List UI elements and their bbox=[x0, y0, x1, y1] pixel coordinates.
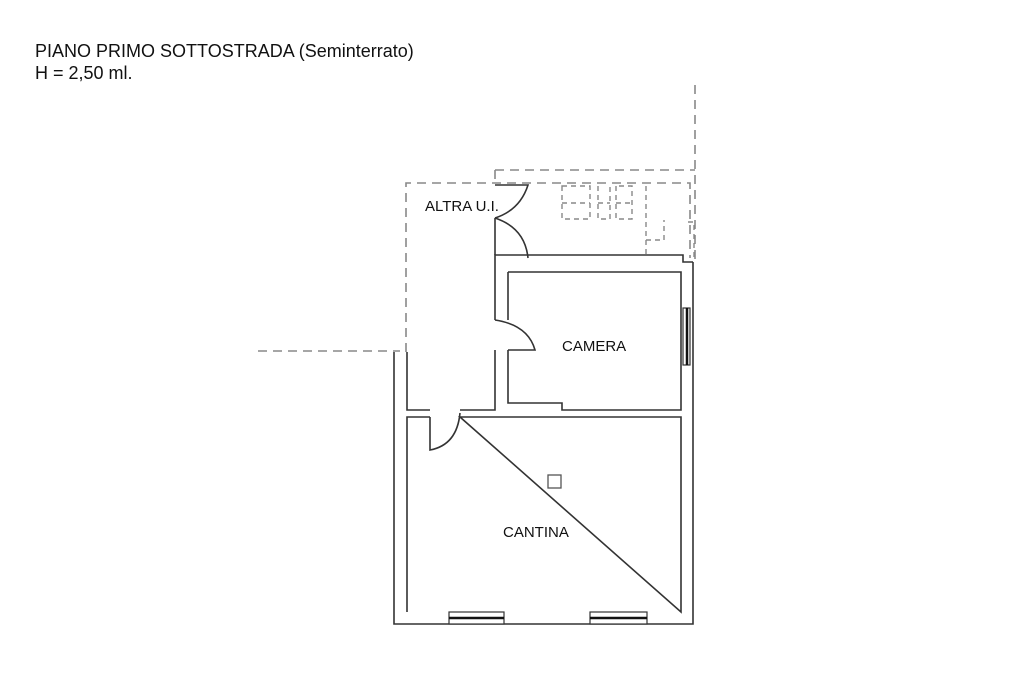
room-label-cantina: CANTINA bbox=[503, 524, 569, 541]
pillar bbox=[547, 474, 562, 489]
plan-title: PIANO PRIMO SOTTOSTRADA (Seminterrato) bbox=[35, 41, 414, 61]
room-label-camera: CAMERA bbox=[562, 338, 627, 355]
door-camera bbox=[494, 319, 537, 351]
windows bbox=[448, 307, 691, 625]
stairs bbox=[561, 185, 695, 258]
dashed-outlines bbox=[258, 85, 696, 352]
walls bbox=[393, 218, 694, 625]
door-altra-ui-upper bbox=[494, 184, 530, 219]
door-cantina bbox=[429, 412, 461, 451]
height-note: H = 2,50 ml. bbox=[35, 63, 133, 83]
doors bbox=[429, 184, 537, 451]
door-altra-ui-lower bbox=[494, 217, 529, 259]
room-label-altra-ui: ALTRA U.I. bbox=[425, 198, 499, 215]
